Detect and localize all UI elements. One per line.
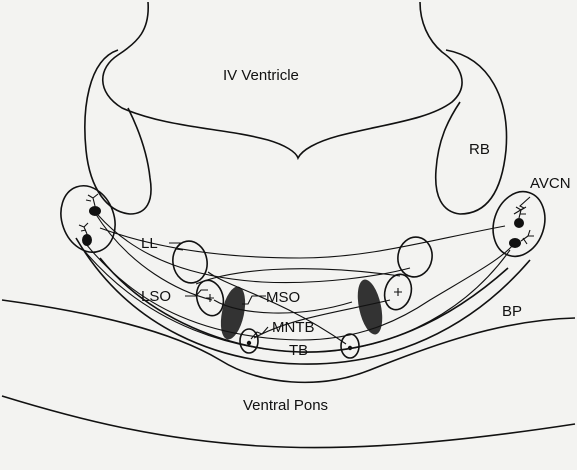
right-avcn-neuron-upper [514, 218, 524, 228]
left-avcn-neuron-upper [89, 206, 101, 216]
bp-label: BP [502, 303, 522, 320]
lso-label: LSO [141, 288, 171, 305]
iv-ventricle-label: IV Ventricle [223, 67, 299, 84]
left-ll-oval [170, 238, 211, 285]
tb-label: TB [289, 342, 308, 359]
left-avcn-oval [52, 178, 124, 260]
rb-label: RB [469, 141, 490, 158]
right-avcn-neuron-lower [509, 238, 521, 248]
mso-label: MSO [266, 289, 300, 306]
left-avcn-neuron-lower [82, 234, 92, 246]
avcn-label: AVCN [530, 175, 571, 192]
ll-label: LL [141, 235, 158, 252]
left-avcn-neurons [79, 194, 101, 246]
right-avcn-neurons [509, 207, 534, 248]
ventral-pons-label: Ventral Pons [243, 397, 328, 414]
mntb-label: MNTB [272, 319, 315, 336]
trapezoid-body-arc-inner [100, 258, 508, 352]
right-rb-outline [436, 50, 507, 214]
